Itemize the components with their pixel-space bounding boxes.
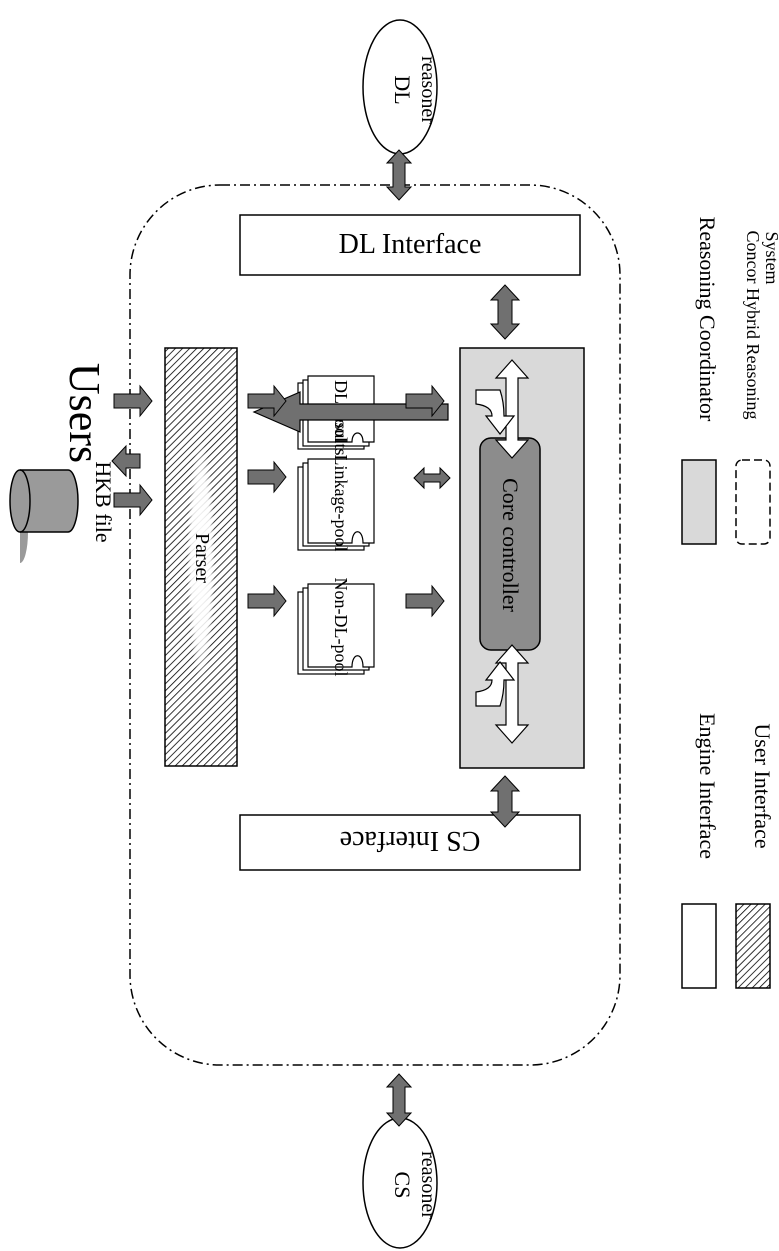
linkage-pool-documents bbox=[297, 458, 375, 551]
dl-interface-label: DL Interface bbox=[339, 229, 482, 260]
linkage-double-arrow bbox=[413, 466, 451, 490]
right-arrows bbox=[113, 384, 445, 618]
coordinator-white-arrows bbox=[475, 359, 530, 744]
cs-reasoner-label-1: CS bbox=[390, 1172, 415, 1199]
non-dl-pool-documents bbox=[297, 583, 375, 675]
legend-reasoning-coordinator-label: Reasoning Coordinator bbox=[695, 217, 720, 422]
legend-user-interface-label: User Interface bbox=[750, 723, 775, 848]
hkb-file-label: HKB file bbox=[91, 461, 116, 542]
cs-reasoner-label-2: reasoner bbox=[417, 1151, 439, 1219]
legend-hybrid-system-swatch bbox=[735, 459, 771, 545]
core-controller-label: Core controller bbox=[498, 478, 523, 612]
parser-label: Parser bbox=[191, 533, 213, 583]
users-label: Users bbox=[60, 363, 109, 463]
legend-reasoning-coordinator-swatch bbox=[681, 459, 717, 545]
legend-engine-interface-swatch bbox=[681, 903, 717, 989]
hybrid-system-boundary bbox=[129, 184, 621, 1066]
legend-hybrid-system-label-1: Concor Hybrid Reasoning bbox=[743, 231, 763, 420]
hkb-file-database bbox=[9, 468, 79, 563]
results-arrow bbox=[252, 391, 449, 433]
parser-highlight bbox=[187, 440, 215, 680]
dl-reasoner-label-2: reasoner bbox=[417, 56, 439, 124]
dl-interface-box bbox=[239, 214, 581, 276]
non-dl-pool-label: Non-DL-pool bbox=[331, 578, 351, 677]
linkage-pool-label: Linkage-pool bbox=[331, 455, 351, 552]
users-output-arrow bbox=[111, 444, 141, 478]
cs-interface-box bbox=[239, 814, 581, 871]
legend-hybrid-system-label-2: System bbox=[762, 231, 779, 284]
legend-user-interface-swatch bbox=[735, 903, 771, 989]
dl-reasoner-label-1: DL bbox=[390, 75, 415, 104]
legend-engine-interface-label: Engine Interface bbox=[695, 713, 720, 859]
vertical-double-arrows bbox=[385, 149, 521, 1127]
cs-interface-label: CS Interface bbox=[340, 825, 481, 856]
